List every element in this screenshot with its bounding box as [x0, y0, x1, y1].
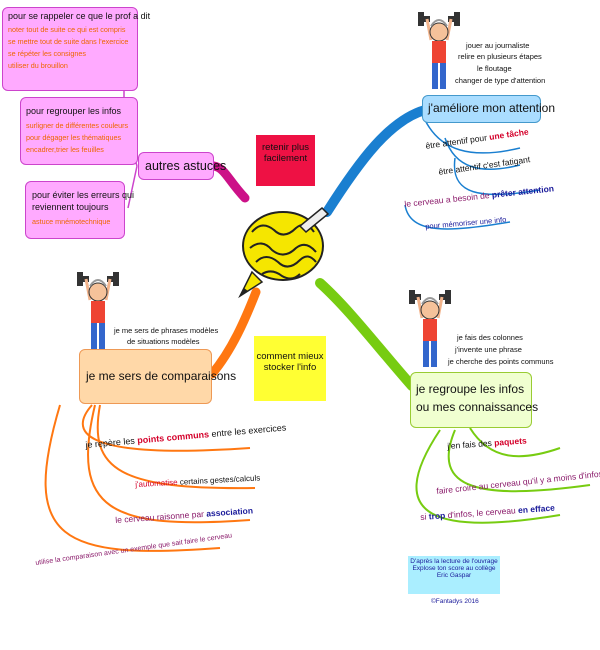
attention-tip: le floutage	[477, 64, 512, 73]
astuces-box-1: pour se rappeler ce que le prof a dit no…	[2, 7, 150, 91]
attention-title-box: j'améliore mon attention	[422, 95, 555, 123]
regroupe-tip: je cherche des points communs	[448, 357, 554, 366]
attention-tip: relire en plusieurs étapes	[458, 52, 542, 61]
branch-blue	[322, 105, 430, 217]
branch-magenta	[209, 161, 250, 203]
attention-title: j'améliore mon attention	[428, 101, 556, 115]
attention-tip: jouer au journaliste	[466, 41, 530, 50]
regroupe-title-2: ou mes connaissances	[416, 400, 539, 414]
astuces-box1-heading: pour se rappeler ce que le prof a dit	[8, 11, 151, 21]
astuces-title-box: autres astuces	[138, 152, 226, 180]
center-box-retenir: retenir plus facilement	[256, 135, 315, 186]
comparaisons-tip: de situations modèles	[127, 337, 200, 346]
credit-line: D'après la lecture de l'ouvrage	[410, 558, 498, 565]
attention-tip: changer de type d'attention	[455, 76, 546, 85]
center-top-line1: retenir plus	[262, 142, 309, 153]
center-top-line2: facilement	[263, 152, 308, 164]
branch-orange	[207, 287, 261, 379]
copyright: ©Fantadys 2016	[431, 598, 479, 605]
astuces-box1-line: se répéter les consignes	[8, 49, 86, 58]
credit-box: D'après la lecture de l'ouvrage Explose …	[408, 556, 500, 594]
astuces-box3-line: astuce mnémotechnique	[32, 217, 111, 226]
astuces-box2-heading: pour regrouper les infos	[26, 106, 122, 116]
regroupe-tip: je fais des colonnes	[457, 333, 523, 342]
credit-line: Eric Gaspar	[436, 572, 472, 579]
astuces-box1-line: noter tout de suite ce qui est compris	[8, 25, 126, 34]
credit-line: Explose ton score au collège	[412, 565, 496, 572]
astuces-box-3: pour éviter les erreurs qui reviennent t…	[25, 181, 134, 239]
branch-green	[315, 278, 417, 391]
center-box-stocker: comment mieux stocker l'info	[254, 336, 326, 401]
astuces-box2-line: encadrer,trier les feuilles	[26, 145, 104, 154]
comparaisons-tip: je me sers de phrases modèles	[114, 326, 219, 335]
regroupe-title-box: je regroupe les infos ou mes connaissanc…	[410, 372, 538, 428]
regroupe-title-1: je regroupe les infos	[416, 382, 525, 396]
astuces-box1-line: utiliser du brouillon	[8, 61, 68, 70]
comparaisons-title-box: je me sers de comparaisons	[79, 349, 236, 404]
astuces-title: autres astuces	[145, 159, 227, 173]
center-bottom-line2: stocker l'info	[263, 361, 317, 373]
astuces-box-2: pour regrouper les infos surligner de di…	[20, 97, 138, 165]
astuces-box3-heading2: reviennent toujours	[32, 202, 109, 212]
astuces-box2-line: pour dégager les thématiques	[26, 133, 122, 142]
regroupe-tip: j'invente une phrase	[455, 345, 522, 354]
astuces-box1-line: se mettre tout de suite dans l'exercice	[8, 37, 129, 46]
comparaisons-title: je me sers de comparaisons	[86, 369, 237, 383]
center-bottom-line1: comment mieux	[256, 351, 324, 362]
astuces-box3-heading1: pour éviter les erreurs qui	[32, 190, 135, 200]
astuces-box2-line: surligner de différentes couleurs	[26, 121, 129, 130]
